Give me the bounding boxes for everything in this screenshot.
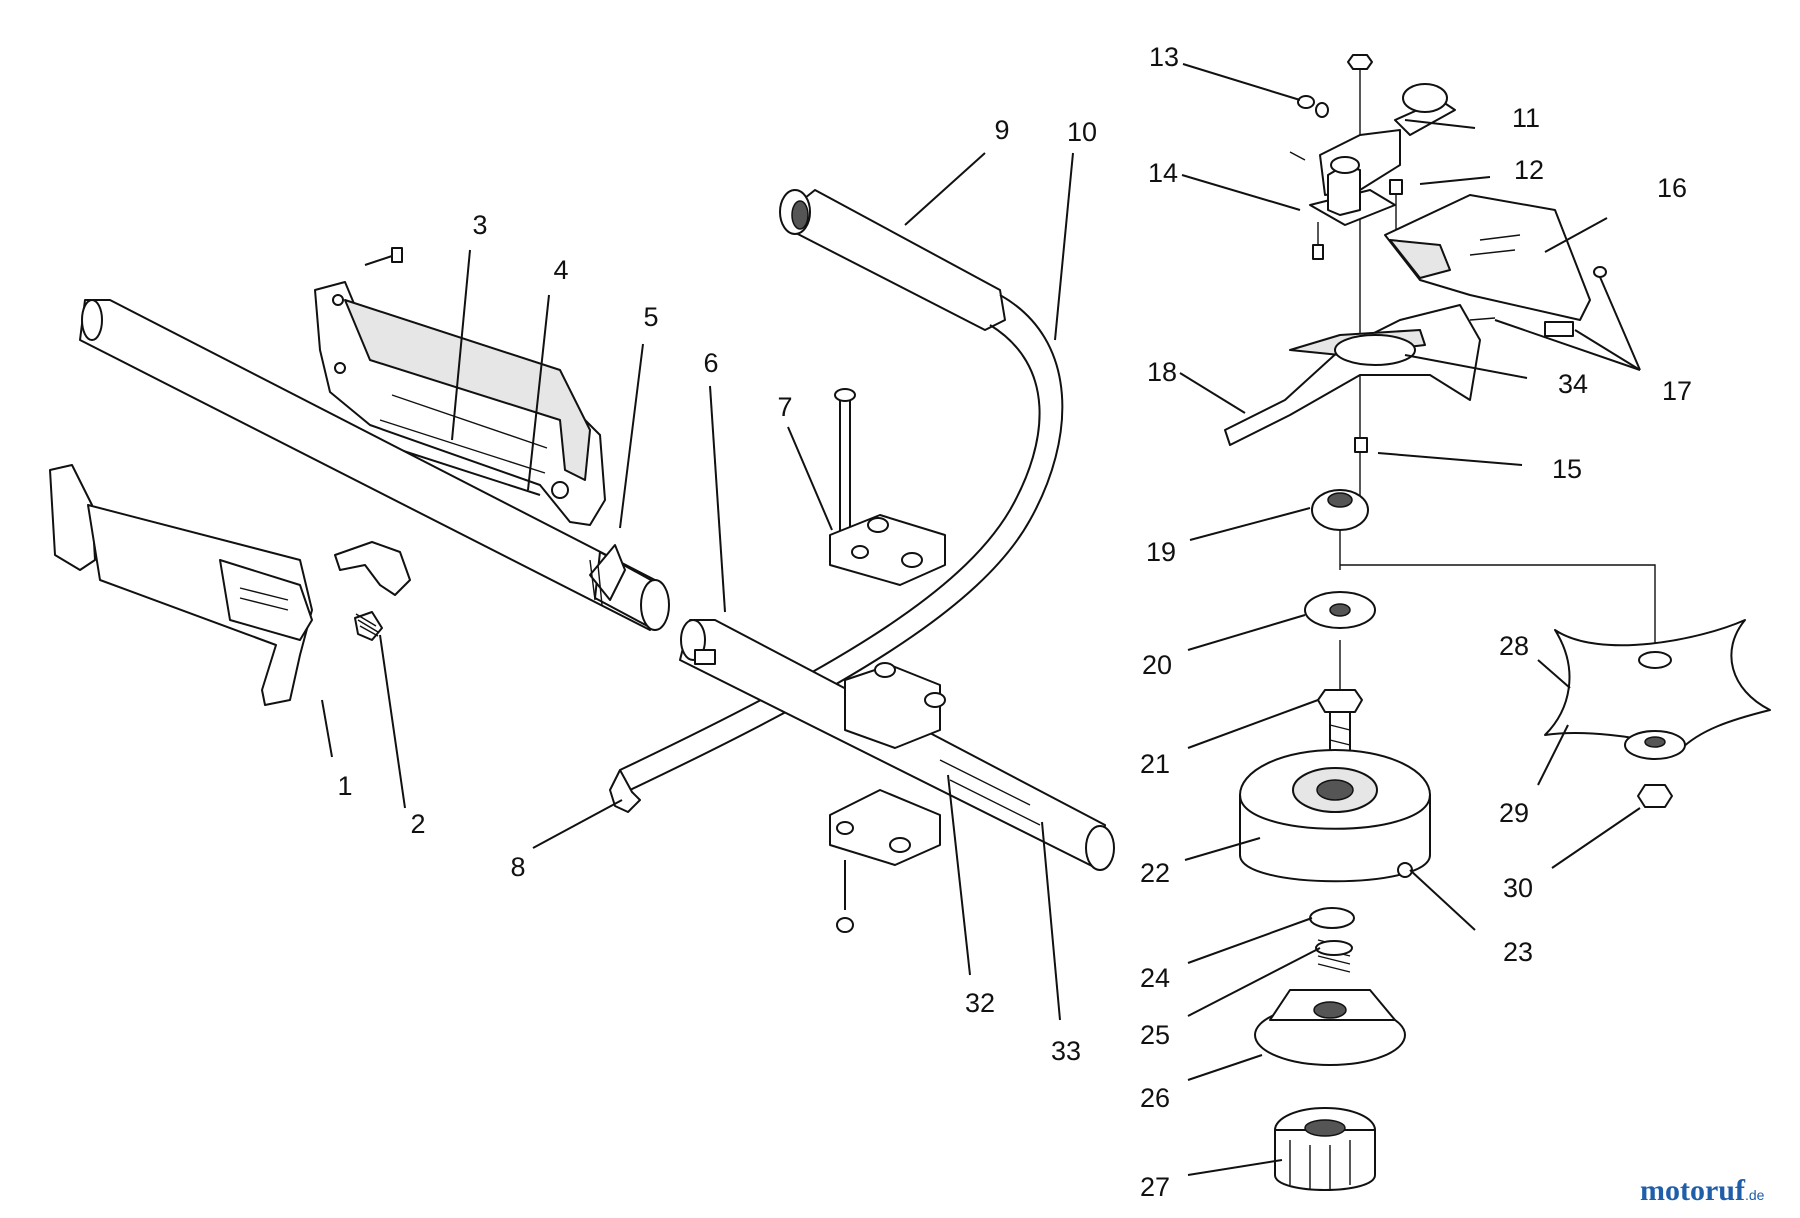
- part-19-bearing-cup: [1311, 489, 1369, 531]
- callout-6: 6: [703, 348, 718, 378]
- callout-8: 8: [510, 852, 525, 882]
- callout-2: 2: [410, 809, 425, 839]
- callout-15: 15: [1552, 454, 1582, 484]
- callout-18: 18: [1147, 357, 1177, 387]
- callout-1: 1: [337, 771, 352, 801]
- callout-4: 4: [553, 255, 568, 285]
- callout-12: 12: [1514, 155, 1544, 185]
- callout-33: 33: [1051, 1036, 1081, 1066]
- part-18-lower-guard: [1224, 304, 1481, 446]
- part-3-upper-housing: [314, 281, 606, 526]
- callout-17: 17: [1662, 376, 1692, 406]
- svg-text:motoruf.de: motoruf.de: [1640, 1174, 1765, 1207]
- part-25-spring: [1315, 939, 1353, 973]
- part-22-trimmer-head: [1239, 749, 1431, 883]
- callout-25: 25: [1140, 1020, 1170, 1050]
- part-1-lower-housing: [49, 464, 313, 706]
- part-5-drive-tube: [79, 299, 670, 631]
- part-9-handle-grip: [779, 189, 1006, 331]
- part-20-washer: [1304, 591, 1376, 629]
- callout-labels: 1 2 3 4 5 6 7 8 9 10 11 12 13 14 15 16 1…: [337, 42, 1692, 1202]
- part-7-upper-clamp: [829, 388, 946, 586]
- watermark-brand: motoruf: [1640, 1174, 1746, 1207]
- part-15-screw: [1354, 437, 1368, 453]
- callout-24: 24: [1140, 963, 1170, 993]
- callout-26: 26: [1140, 1083, 1170, 1113]
- part-26-spool: [1254, 989, 1406, 1066]
- callout-34: 34: [1558, 369, 1588, 399]
- callout-13: 13: [1149, 42, 1179, 72]
- callout-30: 30: [1503, 873, 1533, 903]
- part-12-screw: [1389, 179, 1403, 240]
- callout-19: 19: [1146, 537, 1176, 567]
- part-28-blade: [1544, 619, 1771, 751]
- callout-21: 21: [1140, 749, 1170, 779]
- part-2-latch-spring: [334, 541, 411, 641]
- callout-14: 14: [1148, 158, 1178, 188]
- callout-23: 23: [1503, 937, 1533, 967]
- part-30-nut: [1637, 784, 1673, 808]
- lower-clamp: [829, 789, 941, 933]
- callout-10: 10: [1067, 117, 1097, 147]
- part-13-nut-washer: [1297, 54, 1373, 118]
- callout-11: 11: [1512, 103, 1540, 133]
- part-27-bump-knob: [1274, 1107, 1376, 1191]
- callout-5: 5: [643, 302, 658, 332]
- callout-32: 32: [965, 988, 995, 1018]
- callout-9: 9: [994, 115, 1009, 145]
- part-29-blade-washer: [1624, 730, 1686, 760]
- callout-3: 3: [472, 210, 487, 240]
- watermark-suffix: .de: [1745, 1187, 1765, 1203]
- callout-7: 7: [777, 392, 792, 422]
- middle-clamp: [844, 662, 946, 749]
- callout-29: 29: [1499, 798, 1529, 828]
- part-14-mounting-base: [1289, 151, 1396, 260]
- leader-lines: [321, 63, 1641, 1176]
- screw-top-housing: [364, 247, 403, 266]
- callout-27: 27: [1140, 1172, 1170, 1202]
- callout-28: 28: [1499, 631, 1529, 661]
- callout-16: 16: [1657, 173, 1687, 203]
- motoruf-watermark: motoruf.de: [1640, 1174, 1765, 1207]
- part-16-upper-guard: [1384, 194, 1591, 321]
- part-4-rod: [384, 444, 541, 496]
- callout-20: 20: [1142, 650, 1172, 680]
- part-32-grip-sleeve: [939, 759, 1041, 826]
- callout-22: 22: [1140, 858, 1170, 888]
- part-24-washer: [1309, 907, 1355, 929]
